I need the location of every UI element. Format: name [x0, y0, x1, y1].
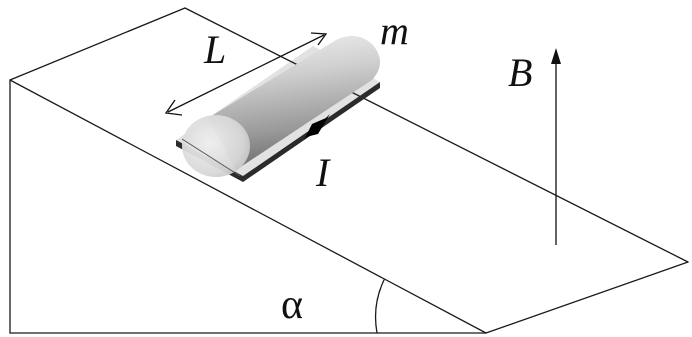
- angle-arc: [374, 279, 385, 334]
- current-arrow: [304, 114, 330, 140]
- length-label: L: [203, 27, 226, 72]
- incline-near-slope-edge: [9, 79, 487, 334]
- field-label: B: [508, 50, 532, 95]
- field-arrowhead: [551, 48, 561, 64]
- incline-far-slope-edge: [184, 7, 689, 263]
- current-arrowhead-body: [306, 114, 330, 137]
- rod: [181, 35, 380, 177]
- angle-label: α: [281, 282, 303, 328]
- rod-body: [208, 35, 380, 171]
- incline-right-base-edge: [485, 261, 689, 334]
- incline-wedge: [9, 7, 689, 334]
- rod-end-cap: [182, 115, 250, 177]
- rod-rim-line: [181, 138, 241, 177]
- length-arrow-line: [167, 34, 325, 113]
- field-arrow: [551, 48, 561, 245]
- length-dimension: [164, 32, 328, 116]
- incline-top-back-edge: [9, 7, 186, 81]
- length-arrowhead-right: [310, 32, 328, 46]
- mass-label: m: [380, 8, 409, 53]
- current-label: I: [315, 150, 331, 195]
- length-arrowhead-left: [164, 99, 183, 116]
